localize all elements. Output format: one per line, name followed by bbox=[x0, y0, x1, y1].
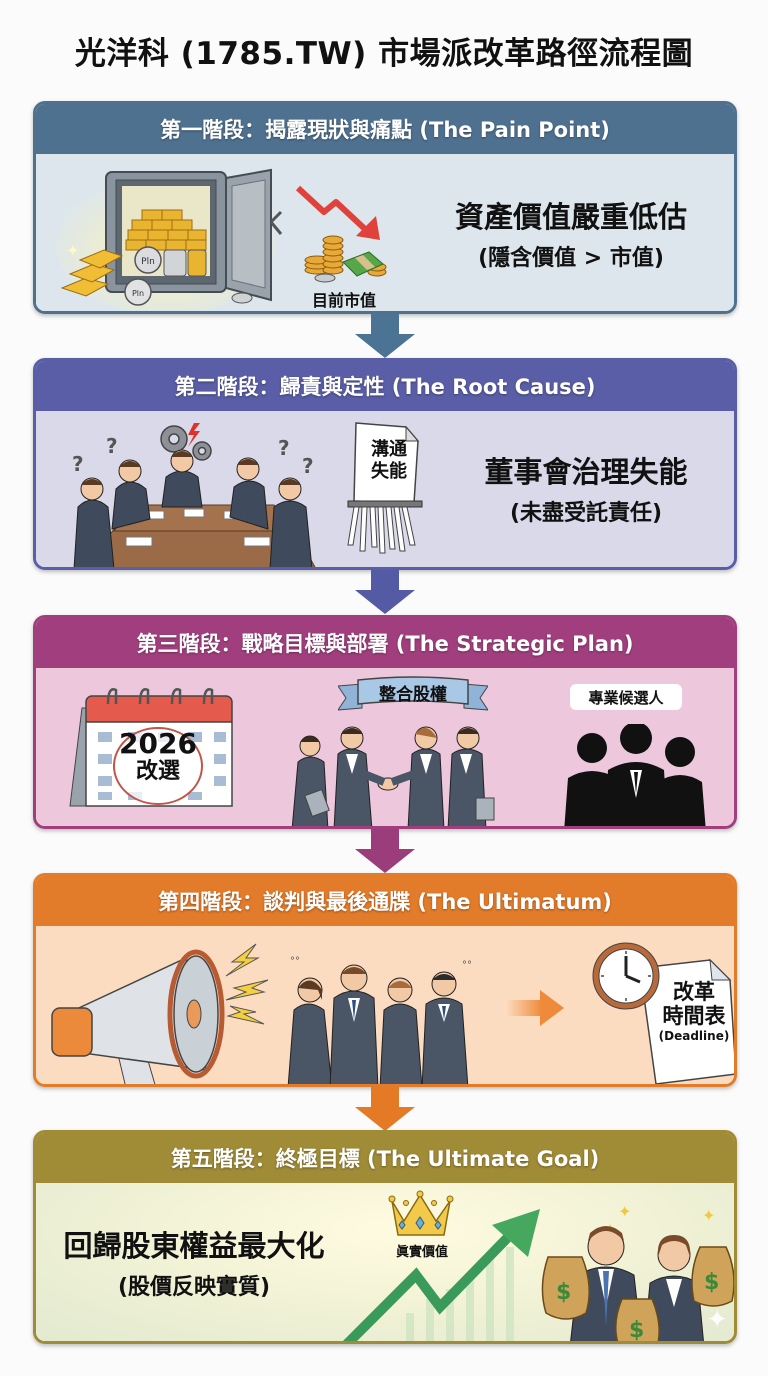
calendar-label: 改選 bbox=[135, 759, 180, 784]
svg-text:Pln: Pln bbox=[141, 257, 155, 267]
crown-icon bbox=[388, 1190, 454, 1236]
stage-1-body: Pln Pln ✦ bbox=[36, 154, 734, 311]
document-label-line2: 失能 bbox=[371, 461, 407, 482]
coins-cash-icon bbox=[304, 235, 387, 283]
svg-text:$: $ bbox=[704, 1270, 719, 1295]
stage-3-panel: 第三階段：戰略目標與部署 (The Strategic Plan) 2026 改… bbox=[33, 615, 737, 829]
document-line2: 時間表 bbox=[662, 1004, 726, 1028]
svg-text:?: ? bbox=[278, 436, 290, 460]
candidate-silhouettes-icon bbox=[564, 724, 706, 826]
document-line3: (Deadline) bbox=[658, 1029, 730, 1043]
banner-label: 整合股權 bbox=[379, 685, 447, 705]
down-trend-arrow-icon bbox=[295, 185, 380, 240]
gears-icon bbox=[160, 425, 212, 461]
document-label-line1: 溝通 bbox=[371, 439, 407, 460]
calendar-year: 2026 bbox=[119, 727, 197, 760]
stage-2-headline: 董事會治理失能 bbox=[484, 455, 688, 489]
stage-2-body: ???? bbox=[36, 411, 734, 567]
svg-text:$: $ bbox=[629, 1318, 644, 1343]
stage-3-header: 第三階段：戰略目標與部署 (The Strategic Plan) bbox=[36, 618, 734, 668]
safe-icon: Pln Pln ✦ bbox=[56, 168, 283, 310]
candidates-label: 專業候選人 bbox=[588, 689, 664, 707]
stage-5-header: 第五階段：終極目標 (The Ultimate Goal) bbox=[36, 1133, 734, 1183]
clock-icon bbox=[592, 942, 734, 1084]
stage-3-body: 2026 改選 整合股權 bbox=[36, 668, 734, 826]
stage-5-headline: 回歸股東權益最大化 bbox=[63, 1229, 325, 1263]
candidates-label-box bbox=[570, 684, 682, 710]
deadline-document-text: 改革 時間表 (Deadline) bbox=[654, 980, 734, 1044]
market-value-caption: 目前市值 bbox=[311, 291, 376, 310]
banner-ribbon-icon bbox=[338, 676, 488, 711]
stage-2-headline-block: 董事會治理失能 (未盡受託責任) bbox=[446, 449, 726, 527]
svg-text:°°: °° bbox=[462, 960, 472, 971]
lightning-icon bbox=[225, 943, 269, 1025]
svg-text:✦: ✦ bbox=[66, 241, 79, 260]
svg-text:°°: °° bbox=[290, 956, 300, 967]
up-trend-arrow-icon bbox=[342, 1209, 540, 1341]
stage-2-panel: 第二階段：歸責與定性 (The Root Cause) ???? bbox=[33, 358, 737, 570]
svg-text:Pln: Pln bbox=[132, 289, 144, 298]
money-bag-icon: ✦ ✦ ✦ $ $ $ bbox=[541, 1202, 734, 1343]
stage-2-subline: (未盡受託責任) bbox=[509, 501, 663, 526]
stage-4-panel: 第四階段：談判與最後通牒 (The Ultimatum) bbox=[33, 873, 737, 1087]
stage-4-header: 第四階段：談判與最後通牒 (The Ultimatum) bbox=[36, 876, 734, 926]
board-meeting-icon: ???? bbox=[72, 423, 316, 567]
stage-5-subline: (股價反映實質) bbox=[117, 1275, 271, 1300]
svg-text:$: $ bbox=[556, 1280, 571, 1305]
stage-1-headline: 資產價值嚴重低估 bbox=[454, 200, 687, 234]
svg-text:✦: ✦ bbox=[618, 1202, 631, 1221]
svg-text:?: ? bbox=[106, 434, 118, 458]
stage-1-header: 第一階段：揭露現狀與痛點 (The Pain Point) bbox=[36, 104, 734, 154]
crown-label: 眞實價值 bbox=[395, 1245, 448, 1260]
document-line1: 改革 bbox=[673, 980, 715, 1004]
stage-5-body: 回歸股東權益最大化 (股價反映實質) 眞實價值 ✦ ✦ ✦ bbox=[36, 1183, 734, 1341]
shredder-icon bbox=[347, 422, 423, 554]
megaphone-icon bbox=[51, 949, 225, 1084]
svg-text:✦: ✦ bbox=[702, 1206, 715, 1225]
page-title: 光洋科 (1785.TW) 市場派改革路徑流程圖 bbox=[74, 36, 694, 72]
handshake-icon bbox=[291, 726, 495, 826]
shredded-document-label: 溝通 失能 bbox=[361, 439, 417, 483]
worried-executives-icon: °° °° bbox=[287, 956, 472, 1084]
stage-2-header: 第二階段：歸責與定性 (The Root Cause) bbox=[36, 361, 734, 411]
stage-5-headline-block: 回歸股東權益最大化 (股價反映實質) bbox=[44, 1223, 344, 1301]
stage-1-subline: (隱含價值 > 市值) bbox=[478, 246, 664, 271]
stage-4-body: °° °° 改革 時間表 (Deadline) bbox=[36, 926, 734, 1084]
sparkle-icon: ✦ bbox=[706, 1305, 728, 1335]
stage-1-panel: 第一階段：揭露現狀與痛點 (The Pain Point) bbox=[33, 101, 737, 314]
stage-5-panel: 第五階段：終極目標 (The Ultimate Goal) 回歸股東權益最大化 … bbox=[33, 1130, 737, 1344]
svg-text:?: ? bbox=[302, 454, 314, 478]
calendar-text: 2026 改選 bbox=[118, 730, 198, 786]
calendar-icon bbox=[69, 688, 233, 807]
svg-text:?: ? bbox=[72, 452, 84, 476]
question-mark-icon: ???? bbox=[72, 434, 314, 478]
stage-1-headline-block: 資產價值嚴重低估 (隱含價值 > 市值) bbox=[421, 194, 721, 272]
right-arrow-icon bbox=[506, 990, 564, 1026]
